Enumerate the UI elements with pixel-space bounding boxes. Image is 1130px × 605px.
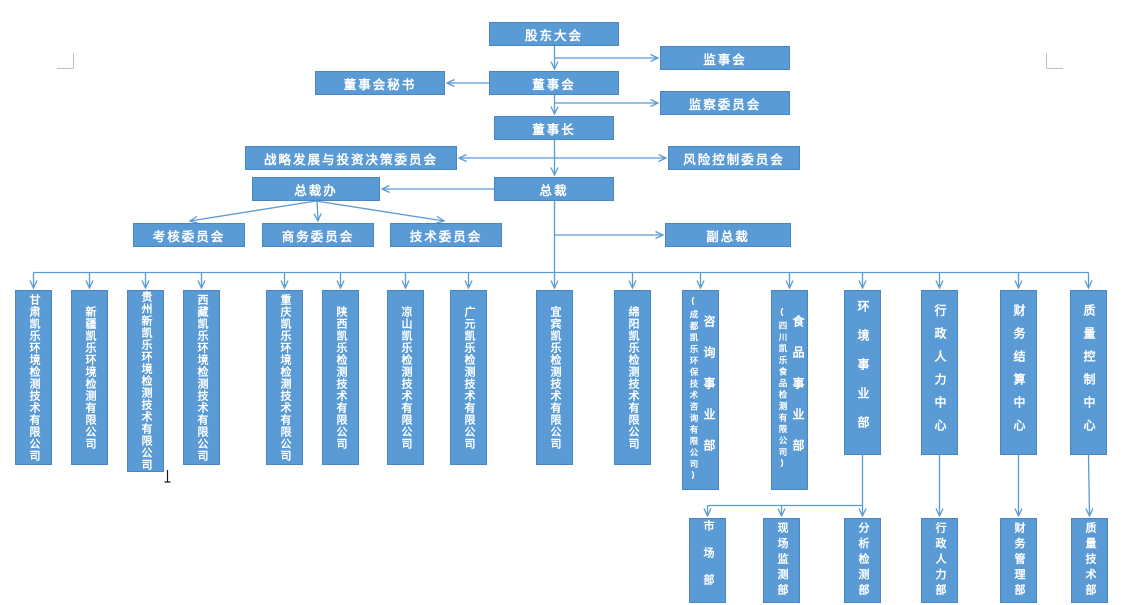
node-board-of-directors[interactable]: 董事会 (489, 71, 619, 95)
margin-mark-top-right (1046, 53, 1063, 69)
node-consulting-division[interactable]: 咨询事业部 (成都凯乐环保技术咨询有限公司) (682, 290, 719, 490)
node-president-office[interactable]: 总裁办 (252, 177, 380, 201)
consulting-division-label: 咨询事业部 (702, 314, 716, 470)
margin-mark-top-left (57, 53, 74, 69)
node-risk-control-committee[interactable]: 风险控制委员会 (668, 146, 800, 170)
node-finance-settlement-center[interactable]: 财务结算中心 (1000, 290, 1037, 455)
node-subsidiary-shaanxi[interactable]: 陕西凯乐检测技术有限公司 (322, 290, 359, 465)
node-subsidiary-guizhou[interactable]: 贵州新凯乐环境检测技术有限公司 (127, 290, 164, 472)
node-subsidiary-liangshan[interactable]: 凉山凯乐检测技术有限公司 (387, 290, 424, 465)
node-admin-hr-dept[interactable]: 行政人力部 (921, 518, 958, 603)
node-shareholders-meeting[interactable]: 股东大会 (489, 22, 619, 46)
node-chairman[interactable]: 董事长 (494, 116, 614, 140)
node-assessment-committee[interactable]: 考核委员会 (133, 223, 245, 247)
food-division-label: 食品事业部 (791, 314, 805, 470)
node-subsidiary-yibin[interactable]: 宜宾凯乐检测技术有限公司 (536, 290, 573, 465)
node-quality-technology-dept[interactable]: 质量技术部 (1071, 518, 1108, 603)
node-subsidiary-chongqing[interactable]: 重庆凯乐环境检测技术有限公司 (266, 290, 303, 465)
node-subsidiary-gansu[interactable]: 甘肃凯乐环境检测技术有限公司 (15, 290, 52, 465)
node-subsidiary-mianyang[interactable]: 绵阳凯乐检测技术有限公司 (614, 290, 651, 465)
node-subsidiary-guangyuan[interactable]: 广元凯乐检测技术有限公司 (450, 290, 487, 465)
node-business-committee[interactable]: 商务委员会 (262, 223, 374, 247)
node-strategy-investment-committee[interactable]: 战略发展与投资决策委员会 (245, 146, 457, 170)
node-admin-hr-center[interactable]: 行政人力中心 (921, 290, 958, 455)
node-board-secretary[interactable]: 董事会秘书 (315, 71, 445, 95)
text-cursor-artifact (164, 470, 171, 483)
node-subsidiary-xizang[interactable]: 西藏凯乐环境检测技术有限公司 (183, 290, 220, 465)
node-analysis-testing-dept[interactable]: 分析检测部 (844, 518, 881, 603)
node-field-monitoring-dept[interactable]: 现场监测部 (763, 518, 800, 603)
node-technical-committee[interactable]: 技术委员会 (390, 223, 502, 247)
node-supervision-committee[interactable]: 监察委员会 (660, 91, 790, 115)
food-division-company: (四川凯乐食品检测有限公司) (777, 308, 787, 472)
node-president[interactable]: 总裁 (494, 177, 614, 201)
node-environment-division[interactable]: 环境事业部 (844, 290, 881, 455)
node-vice-president[interactable]: 副总裁 (665, 223, 791, 247)
node-quality-control-center[interactable]: 质量控制中心 (1070, 290, 1107, 455)
consulting-division-company: (成都凯乐环保技术咨询有限公司) (688, 296, 698, 484)
node-supervisory-board[interactable]: 监事会 (660, 46, 790, 70)
node-subsidiary-xinjiang[interactable]: 新疆凯乐环境检测有限公司 (71, 290, 108, 465)
node-finance-management-dept[interactable]: 财务管理部 (1000, 518, 1037, 603)
node-food-division[interactable]: 食品事业部 (四川凯乐食品检测有限公司) (771, 290, 808, 490)
node-marketing-dept[interactable]: 市场部 (689, 518, 726, 603)
